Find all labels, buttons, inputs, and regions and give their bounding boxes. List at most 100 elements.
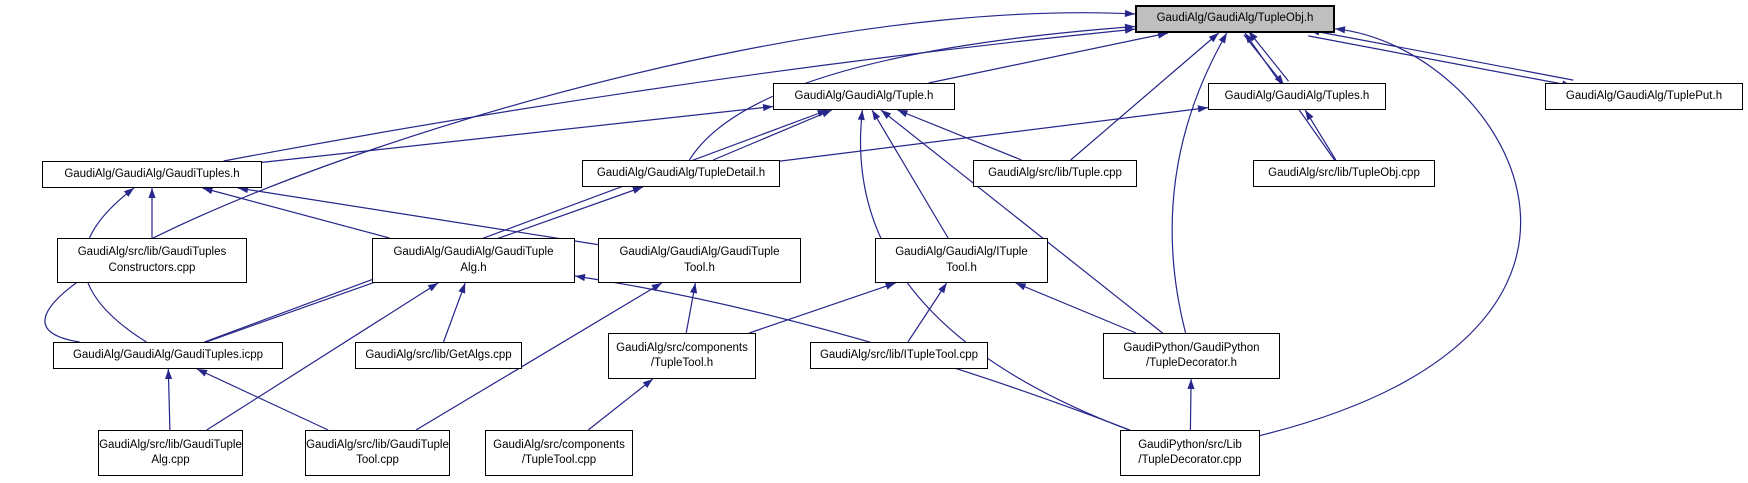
node-tupledecorator_cpp[interactable]: GaudiPython/src/Lib/TupleDecorator.cpp [1120, 430, 1260, 476]
arrowhead-tupledecorator_cpp-to-gaudituplealg_h [575, 274, 586, 282]
edge-tuple_cpp-to-tuple_h [897, 109, 1022, 161]
node-label: GaudiAlg/GaudiAlg/GaudiTuple [393, 246, 554, 259]
node-itupletool_cpp[interactable]: GaudiAlg/src/lib/ITupleTool.cpp [810, 342, 988, 369]
node-components_tupletool_cpp[interactable]: GaudiAlg/src/components/TupleTool.cpp [485, 430, 633, 476]
node-label: GaudiAlg/src/lib/GaudiTuple [99, 438, 242, 451]
node-label: GaudiAlg/src/lib/GetAlgs.cpp [365, 348, 512, 361]
arrowhead-tupledecorator_h-to-itupletool_h [1015, 283, 1027, 291]
edge-tuple_h-to-tupleobj_h [928, 32, 1169, 84]
node-label: GaudiAlg/GaudiAlg/Tuples.h [1224, 89, 1370, 102]
arrowhead-tupledetail_h-to-tuples_h [1197, 105, 1208, 113]
arrowhead-components_tupletool_h-to-gauditupletool_h [690, 283, 698, 294]
node-tuple_cpp[interactable]: GaudiAlg/src/lib/Tuple.cpp [973, 160, 1137, 187]
arrowhead-itupletool_cpp-to-itupletool_h [938, 283, 947, 294]
node-tupleobj_h: GaudiAlg/GaudiAlg/TupleObj.h [1135, 5, 1335, 33]
node-label: GaudiAlg/src/components [616, 341, 748, 354]
arrowhead-gauditupletool_cpp-to-gauditupletool_h [651, 283, 662, 292]
node-label: /TupleDecorator.cpp [1138, 454, 1242, 466]
edge-tupledetail_h-to-tuple_h [712, 109, 833, 161]
arrowhead-tupledecorator_cpp-to-tuple_h [857, 110, 865, 121]
arrowhead-tupledecorator_h-to-tupleobj_h [1218, 33, 1227, 44]
node-gaudituples_h[interactable]: GaudiAlg/GaudiAlg/GaudiTuples.h [42, 161, 262, 188]
arrowhead-tupledecorator_cpp-to-tupledecorator_h [1187, 379, 1195, 390]
edge-gauditupletool_cpp-to-gaudituples_icpp [196, 368, 329, 431]
edge-tuple_cpp-to-tupleobj_h [1070, 32, 1220, 161]
node-label: GaudiPython/src/Lib [1138, 438, 1242, 451]
node-label: GaudiAlg/src/lib/TupleObj.cpp [1268, 166, 1420, 179]
node-label: GaudiAlg/GaudiAlg/TuplePut.h [1565, 89, 1723, 102]
arrowhead-gauditupletool_cpp-to-gaudituples_icpp [197, 369, 208, 377]
arrowhead-gaudituplesconstructors_cpp-to-gaudituples_h [148, 188, 156, 198]
edge-gaudituplealg_cpp-to-gaudituplealg_h [206, 282, 439, 431]
edge-gaudituples_h-to-tuple_h [261, 105, 774, 163]
edge-tupledecorator_cpp-to-tuple_h [859, 109, 1130, 431]
node-label: GaudiAlg/src/lib/GaudiTuples [77, 246, 227, 259]
edge-tupledecorator_cpp-to-tupleobj_h [1259, 28, 1522, 437]
node-tupleput_h[interactable]: GaudiAlg/GaudiAlg/TuplePut.h [1545, 83, 1743, 110]
node-label: Alg.cpp [151, 454, 190, 466]
arrowhead-tupledetail_h-to-tuple_h [821, 110, 832, 118]
arrowhead-tupledecorator_cpp-to-tupleobj_h [1335, 26, 1346, 34]
edge-gaudituplealg_cpp-to-gaudituples_icpp [167, 368, 171, 431]
edge-tupledecorator_h-to-tupleobj_h [1171, 32, 1228, 334]
node-label: /TupleTool.cpp [521, 454, 597, 466]
edge-tuples_h-to-tupleobj_h [1248, 30, 1289, 82]
edge-gaudituples_h-to-tupleobj_h [223, 28, 1136, 162]
arrowhead-gaudituplealg_cpp-to-gaudituples_icpp [165, 369, 173, 380]
arrowhead-components_tupletool_cpp-to-components_tupletool_h [642, 379, 653, 388]
node-label: GaudiAlg/GaudiAlg/TupleDetail.h [596, 166, 766, 179]
node-label: GaudiAlg/src/lib/GaudiTuple [306, 438, 449, 451]
arrowhead-gaudituples_h-to-tuple_h [762, 104, 773, 112]
node-tupledetail_h[interactable]: GaudiAlg/GaudiAlg/TupleDetail.h [582, 160, 780, 187]
node-tupleobj_cpp[interactable]: GaudiAlg/src/lib/TupleObj.cpp [1253, 160, 1435, 187]
edge-itupletool_h-to-tuple_h [871, 109, 949, 239]
edge-gaudituplealg_h-to-gaudituples_h [202, 187, 390, 239]
arrowhead-gaudituples_h-to-tupleobj_h [1124, 26, 1135, 34]
edge-tupledecorator_h-to-itupletool_h [1015, 282, 1137, 334]
node-gaudituples_icpp[interactable]: GaudiAlg/GaudiAlg/GaudiTuples.icpp [53, 342, 283, 369]
arrowhead-tuple_h-to-tupleobj_h [1157, 31, 1168, 39]
node-label: GaudiAlg/GaudiAlg/Tuple.h [794, 89, 934, 102]
arrowhead-tupleobj_cpp-to-tupleobj_h [1244, 33, 1254, 44]
node-label: GaudiAlg/GaudiAlg/GaudiTuple [619, 246, 780, 259]
node-label: /TupleDecorator.h [1146, 357, 1237, 369]
arrowhead-gaudituples_icpp-to-gaudituples_h [123, 188, 135, 197]
node-label: GaudiAlg/src/components [493, 438, 625, 451]
node-tupledecorator_h[interactable]: GaudiPython/GaudiPython/TupleDecorator.h [1103, 333, 1280, 379]
node-tuples_h[interactable]: GaudiAlg/GaudiAlg/Tuples.h [1208, 83, 1386, 110]
node-label: GaudiAlg/GaudiAlg/GaudiTuples.icpp [72, 348, 264, 361]
node-label: GaudiAlg/src/lib/ITupleTool.cpp [819, 348, 979, 361]
edge-tupledetail_h-to-tupleobj_h [688, 25, 1136, 161]
arrowhead-tupleobj_h-to-tuples_h [1274, 74, 1284, 85]
node-tuple_h[interactable]: GaudiAlg/GaudiAlg/Tuple.h [773, 83, 955, 110]
arrowhead-gaudituplealg_h-to-gaudituples_h [202, 187, 214, 195]
arrowhead-gaudituplealg_cpp-to-gaudituplealg_h [427, 283, 439, 292]
edge-tupledecorator_cpp-to-gaudituplealg_h [574, 275, 1131, 431]
node-label: GaudiAlg/GaudiAlg/ITuple [895, 246, 1028, 259]
arrowhead-components_tupletool_h-to-itupletool_h [885, 282, 896, 290]
node-components_tupletool_h[interactable]: GaudiAlg/src/components/TupleTool.h [608, 333, 756, 379]
arrowhead-gaudituples_icpp-to-tupleobj_h [1124, 9, 1135, 17]
edge-tupleput_h-to-tupleobj_h [1309, 29, 1574, 81]
node-label: GaudiAlg/src/lib/Tuple.cpp [988, 166, 1122, 179]
node-label: Tool.cpp [356, 454, 399, 466]
edge-tupledetail_h-to-tuples_h [779, 107, 1209, 162]
node-label: GaudiAlg/GaudiAlg/TupleObj.h [1156, 12, 1314, 25]
edge-gauditupletool_cpp-to-gauditupletool_h [415, 282, 663, 431]
edge-components_tupletool_h-to-itupletool_h [749, 282, 896, 334]
arrowhead-tupledecorator_h-to-tuple_h [881, 110, 892, 119]
arrowhead-tuple_cpp-to-tuple_h [897, 110, 909, 118]
arrowhead-itupletool_h-to-tuple_h [872, 110, 881, 121]
node-label: GaudiAlg/GaudiAlg/GaudiTuples.h [64, 167, 240, 180]
node-getalgs_cpp[interactable]: GaudiAlg/src/lib/GetAlgs.cpp [355, 342, 522, 369]
node-label: /TupleTool.h [650, 357, 714, 369]
edge-getalgs_cpp-to-gaudituplealg_h [442, 282, 466, 343]
